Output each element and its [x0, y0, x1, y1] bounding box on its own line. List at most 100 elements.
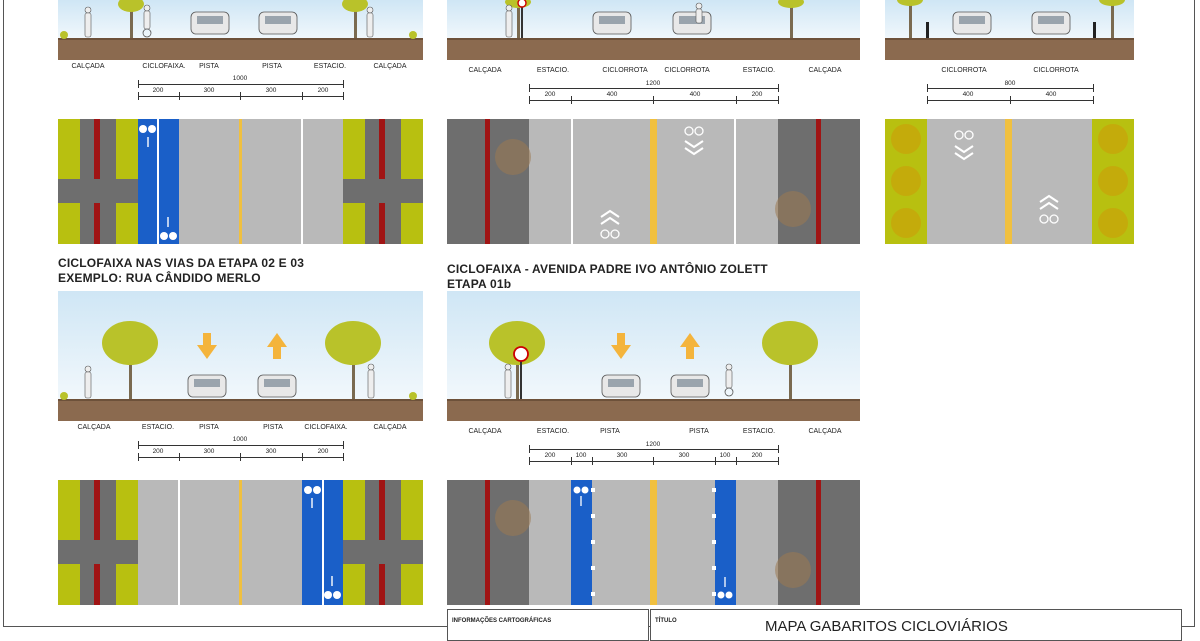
label-pista: PISTA — [689, 428, 709, 435]
dimension-lines: 1000 200 300 300 200 — [58, 435, 423, 465]
title-line: CICLOFAIXA NAS VIAS DA ETAPA 02 E 03 — [58, 256, 305, 270]
plan-view — [58, 119, 423, 244]
bike-symbols — [58, 486, 423, 599]
plan-view — [885, 119, 1134, 244]
bicycle-icon — [139, 125, 156, 133]
bicycle-icon — [304, 486, 321, 494]
panel-top-right: CICLORROTA CICLORROTA 800 400 400 — [885, 0, 1134, 244]
label-ciclofaixa: CICLOFAIXA. — [304, 424, 348, 431]
dimension-segment: 200 — [544, 452, 556, 459]
separator-markers — [712, 488, 716, 596]
tree-icon — [897, 0, 923, 38]
pedestrian-icon — [505, 4, 513, 38]
label-calcada: CALÇADA — [808, 67, 842, 74]
title-line: EXEMPLO: RUA CÂNDIDO MERLO — [58, 271, 261, 285]
traffic-sign-icon — [517, 0, 527, 38]
panel-bottom-middle: CALÇADA ESTACIO. PISTA PISTA ESTACIO. CA… — [447, 291, 860, 605]
arrow-down-icon — [197, 333, 217, 359]
dimension-lines: 1200 200 400 400 200 — [447, 80, 860, 110]
label-ciclorrota: CICLORROTA — [941, 67, 987, 74]
car-icon — [257, 374, 297, 398]
pedestrian-icon — [84, 365, 92, 399]
label-estacio: ESTACIO. — [313, 63, 347, 70]
dimension-segment: 200 — [152, 448, 164, 455]
separator-markers — [591, 488, 595, 596]
tree-icon — [778, 0, 804, 38]
bicycle-icon — [573, 486, 589, 494]
arrow-down-icon — [611, 333, 631, 359]
label-ciclorrota: CICLORROTA — [664, 67, 710, 74]
pedestrian-icon — [84, 6, 92, 38]
elevation-view — [447, 291, 860, 421]
label-pista: PISTA — [600, 428, 620, 435]
section-title-etapa-02-03: CICLOFAIXA NAS VIAS DA ETAPA 02 E 03 EXE… — [58, 256, 304, 286]
elevation-drawing — [489, 321, 818, 399]
arrow-up-icon — [267, 333, 287, 359]
bollard-icon — [926, 22, 929, 38]
car-icon — [187, 374, 227, 398]
dimension-total: 1200 — [645, 80, 661, 87]
tree-icon — [489, 321, 545, 399]
section-labels: CALÇADA ESTACIO. PISTA PISTA ESTACIO. CA… — [447, 428, 860, 438]
dimension-segment: 300 — [616, 452, 628, 459]
tree-icon — [495, 500, 531, 536]
dimension-segment: 300 — [265, 87, 277, 94]
panel-bottom-left: CALÇADA ESTACIO. PISTA PISTA CICLOFAIXA.… — [58, 291, 423, 605]
car-icon — [190, 11, 230, 35]
section-labels: CALÇADA ESTACIO. PISTA PISTA CICLOFAIXA.… — [58, 424, 423, 434]
tree-icon — [1099, 0, 1125, 38]
dimension-segment: 200 — [544, 91, 556, 98]
dimension-segment: 200 — [317, 87, 329, 94]
dimension-segment: 200 — [751, 452, 763, 459]
dimension-segment: 200 — [751, 91, 763, 98]
bicycle-icon — [600, 229, 620, 239]
tree-icon — [762, 321, 818, 399]
arrow-up-icon — [680, 333, 700, 359]
shrub-icon — [1098, 124, 1128, 238]
tree-icon — [495, 139, 531, 175]
tree-icon — [342, 0, 368, 38]
dimension-segment: 300 — [678, 452, 690, 459]
bike-symbols — [891, 124, 1128, 238]
bicycle-icon — [160, 232, 177, 240]
section-labels: CALÇADA ESTACIO. CICLORROTA CICLORROTA E… — [447, 67, 860, 77]
pedestrian-icon — [367, 363, 375, 399]
plan-view — [58, 480, 423, 605]
bicycle-icon — [684, 126, 704, 136]
dimension-segment: 300 — [203, 448, 215, 455]
dimension-segment: 100 — [575, 452, 587, 459]
label-estacio: ESTACIO. — [141, 424, 175, 431]
label-estacio: ESTACIO. — [536, 67, 570, 74]
chevron-down-icon — [684, 140, 704, 156]
elevation-drawing — [505, 0, 804, 38]
bike-symbols — [495, 126, 811, 239]
label-ciclofaixa: CICLOFAIXA. — [142, 63, 186, 70]
bollard-icon — [1093, 22, 1096, 38]
cyclist-icon — [142, 4, 152, 38]
bicycle-icon — [717, 591, 733, 599]
label-pista: PISTA — [262, 63, 282, 70]
dimension-segment: 300 — [203, 87, 215, 94]
elevation-drawing — [897, 0, 1125, 38]
label-calcada: CALÇADA — [468, 428, 502, 435]
elevation-drawing — [60, 321, 417, 400]
bicycle-icon — [1039, 214, 1059, 224]
label-pista: PISTA — [263, 424, 283, 431]
chevron-up-icon — [1039, 194, 1059, 210]
elevation-view — [885, 0, 1134, 60]
plan-view — [447, 119, 860, 244]
dimension-segment: 400 — [962, 91, 974, 98]
dimension-segment: 200 — [152, 87, 164, 94]
tree-icon — [102, 321, 158, 399]
tree-icon — [325, 321, 381, 399]
dimension-total: 800 — [1004, 80, 1016, 87]
label-estacio: ESTACIO. — [536, 428, 570, 435]
dimension-lines: 800 400 400 — [885, 80, 1134, 110]
car-icon — [601, 374, 641, 398]
chevron-up-icon — [600, 209, 620, 225]
label-pista: PISTA — [199, 63, 219, 70]
dimension-lines: 1200 200 100 300 300 100 200 — [447, 441, 860, 471]
car-icon — [258, 11, 298, 35]
car-icon — [592, 11, 632, 35]
car-icon — [672, 11, 712, 35]
